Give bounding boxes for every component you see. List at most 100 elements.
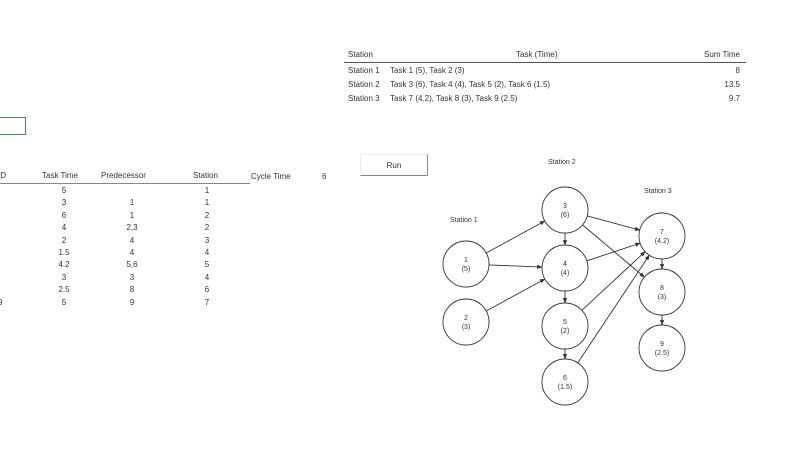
summary-station: Station 2 (348, 80, 380, 89)
cycle-time-label: Cycle Time (251, 172, 291, 181)
task-cell-pred[interactable]: 2,3 (126, 223, 138, 233)
task-cell-pred[interactable]: 8 (129, 285, 135, 295)
task-node-id: 7 (660, 229, 664, 236)
task-cell-station[interactable]: 3 (204, 235, 210, 245)
diagram-edge (586, 242, 641, 262)
task-row: 2 4 3 (0, 236, 250, 248)
diagram-edge (577, 254, 650, 364)
task-cell-time[interactable]: 2.5 (58, 285, 70, 295)
task-node-circle (541, 244, 589, 292)
task-cell-pred[interactable]: 1 (129, 210, 135, 220)
summary-row: Station 3 Task 7 (4.2), Task 8 (3), Task… (344, 94, 746, 108)
selected-cell-box[interactable] (0, 117, 26, 135)
task-cell-time[interactable]: 2 (61, 235, 67, 245)
station-1-label: Station 1 (450, 217, 478, 224)
task-node-circle (541, 302, 589, 350)
task-node-id: 2 (464, 315, 468, 322)
station-3-label: Station 3 (644, 188, 672, 195)
task-cell-time[interactable]: 4 (61, 223, 67, 233)
task-node-2: 2(3) (442, 298, 490, 346)
diagram-edge (485, 278, 546, 312)
summary-header: Station Task (Time) Sum Time (344, 50, 746, 63)
task-cell-time[interactable]: 5 (61, 186, 67, 195)
task-cell-pred[interactable]: 9 (129, 297, 135, 307)
task-node-7: 7 (4.2) (638, 212, 686, 260)
task-node-id: 9 (660, 341, 664, 348)
summary-row: Station 1 Task 1 (5), Task 2 (3) 8 (344, 66, 746, 80)
task-table-header: ID Task Time Predecessor Station (0, 171, 250, 184)
task-node-circle (638, 212, 686, 260)
task-node-1: 1(5) (442, 240, 490, 288)
task-cell-pred[interactable]: 5,6 (126, 260, 138, 270)
task-cell-pred[interactable]: 1 (129, 198, 135, 208)
task-cell-id[interactable]: 9 (0, 297, 3, 307)
summary-station: Station 1 (348, 66, 380, 75)
task-cell-station[interactable]: 6 (204, 285, 210, 295)
task-cell-time[interactable]: 4.2 (58, 260, 70, 270)
task-cell-time[interactable]: 1.5 (58, 248, 70, 257)
task-node-6: 6(1.5) (541, 358, 589, 406)
summary-sum: 9.7 (728, 94, 740, 103)
task-node-time: (3) (462, 324, 471, 331)
task-node-time: (5) (462, 266, 471, 273)
task-cell-station[interactable]: 5 (204, 260, 210, 270)
task-cell-pred[interactable]: 4 (129, 248, 135, 257)
summary-header-station: Station (348, 50, 373, 59)
task-cell-station[interactable]: 7 (204, 297, 210, 307)
summary-tasks: Task 1 (5), Task 2 (3) (390, 66, 465, 75)
task-node-circle (541, 186, 589, 234)
task-node-circle (541, 358, 589, 406)
task-row: 6 1 2 (0, 211, 250, 223)
diagram-edge (582, 224, 645, 278)
cycle-time-value[interactable]: 6 (322, 172, 327, 181)
task-node-3: 3(6) (541, 186, 589, 234)
task-node-time: (3) (658, 294, 667, 301)
task-cell-station[interactable]: 1 (204, 186, 210, 195)
station-2-label: Station 2 (548, 159, 576, 166)
task-node-time: (2.5) (655, 350, 669, 357)
task-node-id: 6 (563, 375, 567, 382)
diagram-edge (485, 220, 546, 254)
task-row: 1.5 4 4 (0, 248, 250, 260)
task-header-predecessor: Predecessor (101, 171, 146, 180)
station-summary-table: Station Task (Time) Sum Time Station 1 T… (344, 50, 746, 108)
task-cell-station[interactable]: 2 (204, 223, 210, 233)
summary-sum: 13.5 (724, 80, 740, 89)
task-row: 2.5 8 6 (0, 285, 250, 297)
task-node-time: (2) (561, 328, 570, 335)
task-node-id: 4 (563, 261, 567, 268)
task-node-5: 5(2) (541, 302, 589, 350)
diagram-edge (587, 215, 641, 231)
summary-row: Station 2 Task 3 (6), Task 4 (4), Task 5… (344, 80, 746, 94)
run-button[interactable]: Run (360, 154, 428, 176)
task-cell-station[interactable]: 4 (204, 272, 210, 282)
task-node-time: (6) (561, 212, 570, 219)
task-cell-time[interactable]: 5 (61, 297, 67, 307)
task-cell-pred[interactable]: 3 (129, 272, 135, 282)
task-node-8: 8(3) (638, 268, 686, 316)
summary-header-sum: Sum Time (703, 50, 740, 59)
task-row: 3 1 1 (0, 198, 250, 210)
task-node-circle (638, 268, 686, 316)
task-row: 3 3 4 (0, 273, 250, 285)
task-row: 9 5 9 7 (0, 298, 250, 310)
task-cell-pred[interactable]: 4 (129, 235, 135, 245)
summary-header-tasks: Task (Time) (516, 50, 558, 59)
task-header-id: ID (0, 171, 6, 180)
task-cell-time[interactable]: 3 (61, 198, 67, 208)
task-node-time: (4.2) (655, 238, 669, 245)
task-cell-station[interactable]: 1 (204, 198, 210, 208)
task-node-id: 1 (464, 257, 468, 264)
task-header-station: Station (193, 171, 218, 180)
task-node-4: 4(4) (541, 244, 589, 292)
task-cell-station[interactable]: 2 (204, 210, 210, 220)
summary-tasks: Task 7 (4.2), Task 8 (3), Task 9 (2.5) (390, 94, 518, 103)
task-node-9: 9 (2.5) (638, 324, 686, 372)
task-cell-station[interactable]: 4 (204, 248, 210, 257)
task-cell-time[interactable]: 3 (61, 272, 67, 282)
task-cell-time[interactable]: 6 (61, 210, 67, 220)
summary-tasks: Task 3 (6), Task 4 (4), Task 5 (2), Task… (390, 80, 551, 89)
diagram-nodes: 1(5)2(3)3(6)4(4)5(2)6(1.5)7(4.2)8(3)9(2.… (442, 186, 686, 406)
